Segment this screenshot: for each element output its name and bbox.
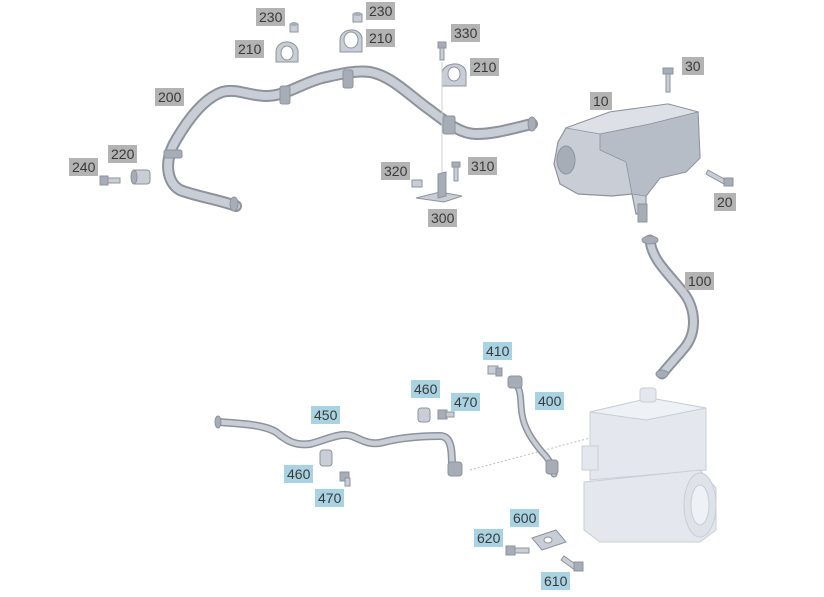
clamp-210-mid <box>441 63 467 87</box>
hose-100 <box>641 234 699 380</box>
callout-100: 100 <box>685 272 715 290</box>
bolt-240 <box>99 175 121 186</box>
callout-330: 330 <box>451 24 481 42</box>
nut-230-right <box>352 12 363 23</box>
clip-460-upper <box>417 407 431 423</box>
callout-450: 450 <box>311 406 341 424</box>
nut-230-left <box>289 22 299 33</box>
callout-460-lower: 460 <box>284 465 314 483</box>
callout-400: 400 <box>535 392 565 410</box>
callout-610: 610 <box>541 572 571 590</box>
bolt-330 <box>437 41 447 61</box>
bushing-220 <box>130 169 151 185</box>
clamp-210-left <box>275 41 299 63</box>
callout-310: 310 <box>468 157 498 175</box>
callout-470-upper: 470 <box>451 393 481 411</box>
callout-620: 620 <box>474 529 504 547</box>
bolt-470-upper <box>437 409 455 420</box>
flange-600 <box>531 529 567 551</box>
bracket-300 <box>415 171 463 203</box>
fitting-410 <box>487 365 503 377</box>
hose-200 <box>162 65 538 212</box>
bolt-620 <box>505 545 530 556</box>
clamp-210-right <box>339 29 363 53</box>
hose-450 <box>214 415 463 477</box>
callout-240: 240 <box>69 158 99 176</box>
clip-460-lower <box>319 449 333 467</box>
callout-210-left: 210 <box>235 40 265 58</box>
callout-20: 20 <box>714 193 736 211</box>
callout-30: 30 <box>682 57 704 75</box>
callout-210-right: 210 <box>366 29 396 47</box>
callout-10: 10 <box>590 92 612 110</box>
callout-230-left: 230 <box>256 8 286 26</box>
callout-460-upper: 460 <box>411 380 441 398</box>
assembly-line-2 <box>469 437 591 471</box>
nut-320 <box>411 179 423 188</box>
bolt-310 <box>451 161 461 182</box>
compressor <box>581 387 717 543</box>
callout-200: 200 <box>155 88 185 106</box>
callout-320: 320 <box>381 162 411 180</box>
callout-220: 220 <box>108 145 138 163</box>
bolt-610 <box>560 555 584 572</box>
callout-410: 410 <box>483 342 513 360</box>
callout-600: 600 <box>510 509 540 527</box>
bolt-20 <box>705 169 734 187</box>
callout-300: 300 <box>428 209 458 227</box>
bolt-470-lower <box>339 471 351 487</box>
tank-10 <box>553 103 701 223</box>
callout-210-mid: 210 <box>470 58 500 76</box>
callout-470-lower: 470 <box>315 489 345 507</box>
callout-230-right: 230 <box>366 2 396 20</box>
hose-400 <box>507 375 559 478</box>
bolt-30 <box>662 67 674 93</box>
